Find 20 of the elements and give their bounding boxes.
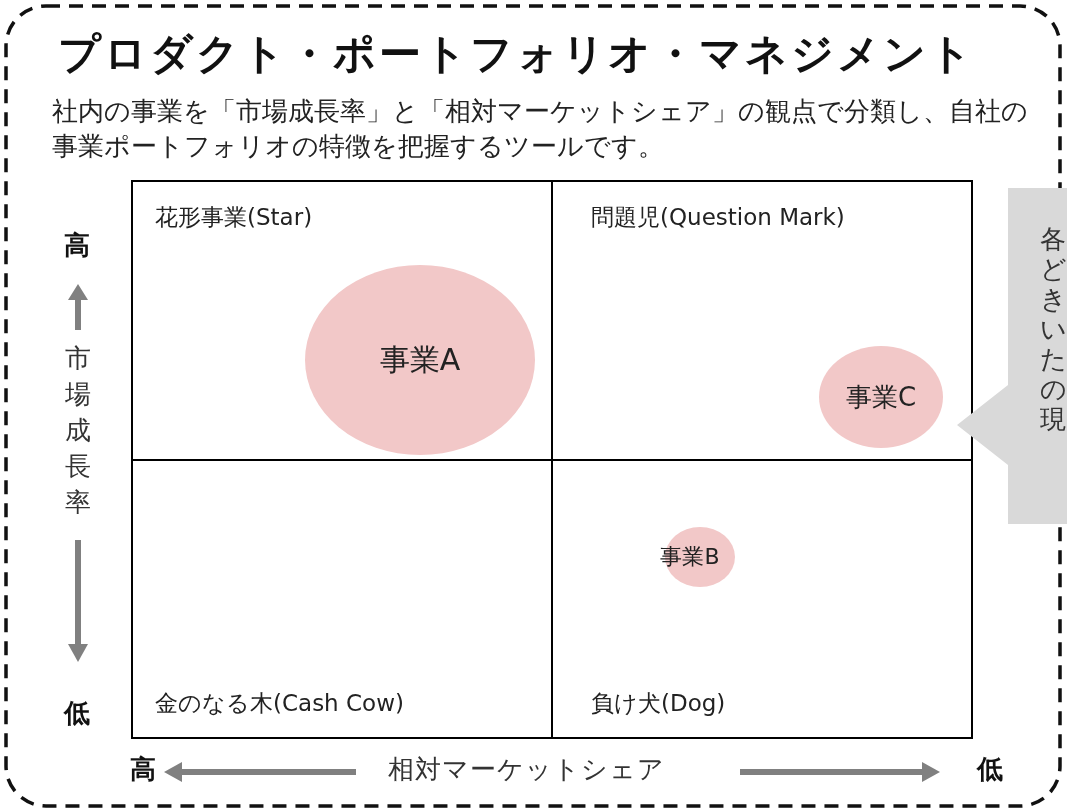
quadrant-cell <box>131 180 553 461</box>
description-text: 社内の事業を「市場成長率」と「相対マーケットシェア」の観点で分類し、自社の事業ポートフォリオの特徴を把握するツールです。 <box>52 95 1029 163</box>
axis-high-label: 高 <box>130 753 156 786</box>
quadrant-label: 花形事業(Star) <box>155 203 313 232</box>
quadrant-label: 負け犬(Dog) <box>591 689 726 718</box>
axis-high-label: 高 <box>64 229 90 262</box>
quadrant-label: 金のなる木(Cash Cow) <box>155 689 404 718</box>
title: プロダクト・ポートフォリオ・マネジメント <box>58 28 975 80</box>
callout-text: 各どきいたの現 <box>1040 224 1067 434</box>
axis-low-label: 低 <box>977 753 1003 786</box>
axis-low-label: 低 <box>64 697 90 730</box>
callout-box <box>957 188 1067 524</box>
business-bubble: 事業A <box>305 265 535 455</box>
axis-title: 市場成長率 <box>64 342 92 519</box>
quadrant-cell <box>551 180 973 461</box>
business-bubble: 事業C <box>819 346 943 448</box>
axis-title: 相対マーケットシェア <box>388 753 665 786</box>
quadrant-cell <box>131 459 553 739</box>
quadrant-label: 問題児(Question Mark) <box>591 203 845 232</box>
quadrant-cell <box>551 459 973 739</box>
